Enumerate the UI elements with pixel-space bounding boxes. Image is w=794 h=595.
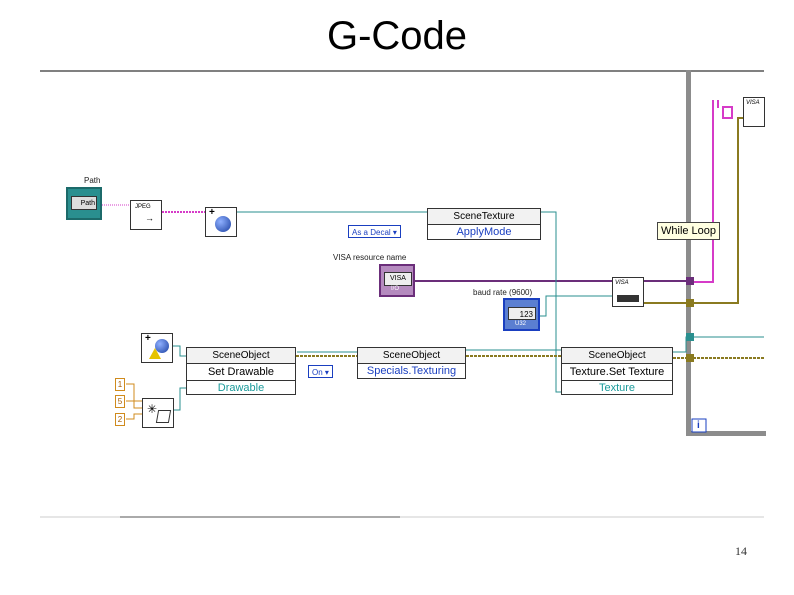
error-tunnel-2	[686, 354, 694, 362]
ref-tunnel	[686, 333, 694, 341]
baud-type-label: U32	[515, 321, 527, 327]
while-loop-frame	[686, 70, 766, 436]
visa-tunnel	[686, 277, 694, 285]
slide-title: G-Code	[326, 14, 468, 58]
jpeg-read-node[interactable]: JPEG →	[130, 200, 162, 230]
texture-param[interactable]: Texture	[598, 382, 636, 394]
visa-write-icon: VISA	[746, 100, 760, 106]
scene-object-2-title: SceneObject	[382, 350, 441, 361]
slide-number: 14	[735, 544, 747, 558]
visa-resource-label: VISA resource name	[333, 253, 407, 262]
globe-icon	[215, 216, 231, 232]
reference-wires	[172, 211, 764, 411]
path-control-label: Path	[71, 196, 97, 210]
decal-enum-label: As a Decal	[352, 228, 391, 237]
path-control[interactable]: Path	[66, 187, 102, 220]
string-constant[interactable]	[722, 106, 733, 119]
constant-2[interactable]: 5	[115, 395, 125, 408]
cube-icon	[155, 410, 172, 423]
constant-wires	[126, 383, 142, 420]
on-enum[interactable]: On ▾	[308, 365, 333, 378]
scene-object-1-title: SceneObject	[212, 350, 270, 361]
scene-texture-title: SceneTexture	[453, 211, 515, 222]
visa-serial-node[interactable]: VISA	[612, 277, 644, 307]
scene-object-texturing-node[interactable]: SceneObject Specials.Texturing	[357, 347, 466, 379]
while-loop-label: While Loop	[657, 222, 721, 240]
visa-type-label: I/O	[391, 286, 400, 292]
apply-mode-property[interactable]: ApplyMode	[456, 226, 512, 238]
scene-object-set-drawable-node[interactable]: SceneObject Set Drawable Drawable	[186, 347, 296, 395]
sparkle-icon: ✳	[147, 402, 158, 416]
constant-1[interactable]: 1	[115, 378, 125, 391]
visa-resource-control[interactable]: VISA I/O	[379, 264, 415, 297]
visa-serial-icon: VISA	[615, 280, 629, 286]
set-texture-method[interactable]: Texture.Set Texture	[562, 364, 672, 381]
serial-port-icon	[617, 295, 639, 302]
visa-write-node[interactable]: VISA	[743, 97, 765, 127]
create-object-node[interactable]: +	[141, 333, 173, 363]
error-tunnel	[686, 299, 694, 307]
iteration-label: i	[697, 420, 700, 431]
iteration-terminal	[691, 418, 707, 433]
specials-texturing-property[interactable]: Specials.Texturing	[366, 365, 457, 377]
scene-object-set-texture-node[interactable]: SceneObject Texture.Set Texture Texture	[561, 347, 673, 395]
path-label: Path	[84, 176, 101, 185]
drawable-param[interactable]: Drawable	[217, 382, 265, 394]
cone-icon	[149, 348, 161, 359]
plus-icon: +	[209, 207, 215, 218]
decal-enum[interactable]: As a Decal ▾	[348, 225, 401, 238]
scene-object-3-title: SceneObject	[588, 350, 646, 361]
on-enum-label: On	[312, 368, 323, 377]
baud-rate-control[interactable]: 123 U32	[503, 298, 540, 331]
visa-control-label: VISA	[384, 272, 412, 286]
scene-texture-node[interactable]: SceneTexture ApplyMode	[427, 208, 541, 240]
create-texture-node[interactable]: +	[205, 207, 237, 237]
constant-3[interactable]: 2	[115, 413, 125, 426]
jpeg-file-icon: JPEG	[135, 204, 151, 210]
plus-icon: +	[145, 333, 151, 344]
baud-rate-label: baud rate (9600)	[473, 288, 533, 297]
create-box-node[interactable]: ✳	[142, 398, 174, 428]
baud-rate-value: 123	[508, 307, 536, 320]
set-drawable-method[interactable]: Set Drawable	[187, 364, 295, 381]
jpeg-arrow-icon: →	[145, 213, 154, 223]
image-wires	[102, 100, 719, 283]
